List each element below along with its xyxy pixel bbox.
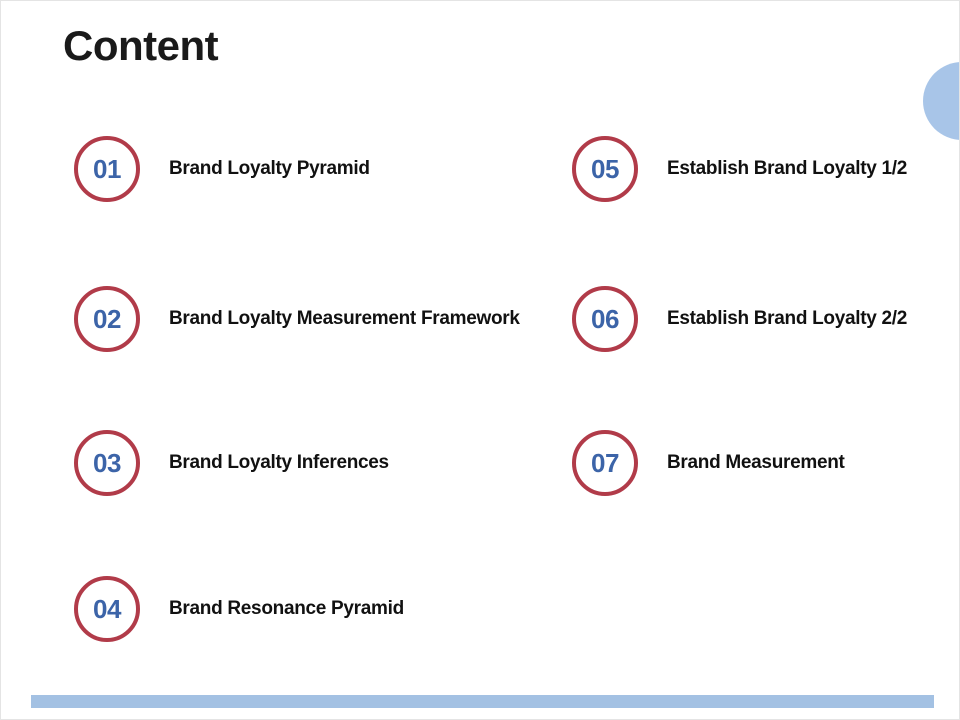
item-label: Brand Loyalty Pyramid xyxy=(169,158,370,179)
number-circle: 02 xyxy=(74,286,140,352)
number-circle: 04 xyxy=(74,576,140,642)
item-label: Brand Measurement xyxy=(667,452,845,473)
toc-item-06: 06 Establish Brand Loyalty 2/2 xyxy=(572,286,907,352)
toc-item-02: 02 Brand Loyalty Measurement Framework xyxy=(74,286,520,352)
item-number: 02 xyxy=(93,303,121,334)
item-number: 04 xyxy=(93,593,121,624)
toc-item-01: 01 Brand Loyalty Pyramid xyxy=(74,136,370,202)
toc-item-03: 03 Brand Loyalty Inferences xyxy=(74,430,389,496)
toc-item-05: 05 Establish Brand Loyalty 1/2 xyxy=(572,136,907,202)
toc-item-04: 04 Brand Resonance Pyramid xyxy=(74,576,404,642)
item-number: 05 xyxy=(591,153,619,184)
item-label: Establish Brand Loyalty 2/2 xyxy=(667,308,908,329)
item-number: 06 xyxy=(591,303,619,334)
toc-item-07: 07 Brand Measurement xyxy=(572,430,845,496)
number-circle: 06 xyxy=(572,286,638,352)
item-number: 03 xyxy=(93,447,121,478)
item-label: Brand Resonance Pyramid xyxy=(169,598,404,619)
item-label: Brand Loyalty Inferences xyxy=(169,452,389,473)
number-circle: 05 xyxy=(572,136,638,202)
number-circle: 03 xyxy=(74,430,140,496)
decorative-bottom-bar xyxy=(31,695,934,708)
decorative-circle xyxy=(923,62,959,140)
item-label: Brand Loyalty Measurement Framework xyxy=(169,308,520,329)
number-circle: 01 xyxy=(74,136,140,202)
number-circle: 07 xyxy=(572,430,638,496)
item-number: 07 xyxy=(591,447,619,478)
page-title: Content xyxy=(63,22,219,69)
item-label: Establish Brand Loyalty 1/2 xyxy=(667,158,908,179)
item-number: 01 xyxy=(93,153,121,184)
